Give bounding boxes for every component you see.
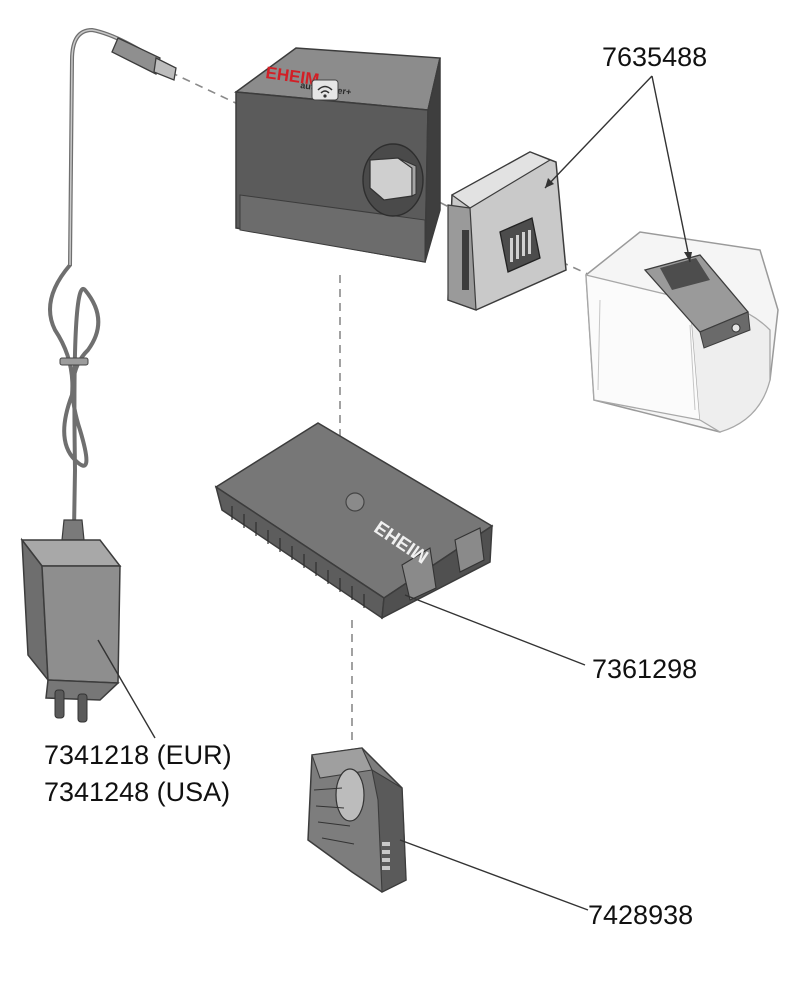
part-number-bracket: 7428938	[588, 900, 693, 930]
part-number-service-set: 7635488	[602, 42, 707, 72]
mounting-bracket	[307, 747, 407, 893]
container-lid-slider	[643, 254, 751, 349]
part-number-power-supply-eur: 7341218 (EUR)	[44, 740, 232, 770]
base-holder: EHEIM	[214, 422, 494, 620]
power-supply-adapter	[20, 519, 122, 723]
leader-lines	[97, 75, 692, 911]
coupling-plate	[447, 151, 567, 311]
feeder-motor-unit: EHEIM autofeeder+	[233, 47, 441, 263]
wifi-icon	[311, 79, 339, 101]
power-cable	[48, 27, 177, 531]
part-number-base-holder: 7361298	[592, 654, 697, 684]
drive-shaft	[362, 143, 424, 217]
food-container	[585, 231, 779, 433]
dc-plug	[111, 37, 177, 81]
part-number-power-supply-usa: 7341248 (USA)	[44, 777, 230, 807]
